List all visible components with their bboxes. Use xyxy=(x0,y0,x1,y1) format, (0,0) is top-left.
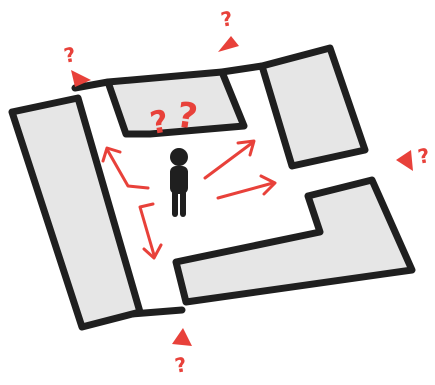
triangle-marker-icon xyxy=(172,328,192,346)
exit-marker-top-left: ? xyxy=(62,42,91,87)
arrow-right-icon xyxy=(218,176,275,198)
person-icon xyxy=(170,148,188,217)
wall-block-top-right xyxy=(262,48,365,166)
exit-marker-bottom: ? xyxy=(172,328,192,378)
exit-question-mark-right: ? xyxy=(416,143,432,169)
triangle-marker-icon xyxy=(218,36,239,52)
exit-question-mark-top-right: ? xyxy=(219,6,235,32)
wall-block-left xyxy=(12,98,140,327)
arrow-up-right-icon xyxy=(205,141,254,178)
exit-marker-top-right: ? xyxy=(218,6,239,52)
arrow-down-left-icon xyxy=(140,204,161,258)
maze-top-edge-right xyxy=(222,66,262,72)
exit-question-mark-bottom: ? xyxy=(173,352,189,378)
triangle-marker-icon xyxy=(396,150,413,171)
wall-block-bottom-right xyxy=(176,180,412,302)
exit-question-mark-top-left: ? xyxy=(62,42,78,68)
exit-marker-right: ? xyxy=(396,143,432,171)
arrow-up-left-icon xyxy=(103,148,148,188)
